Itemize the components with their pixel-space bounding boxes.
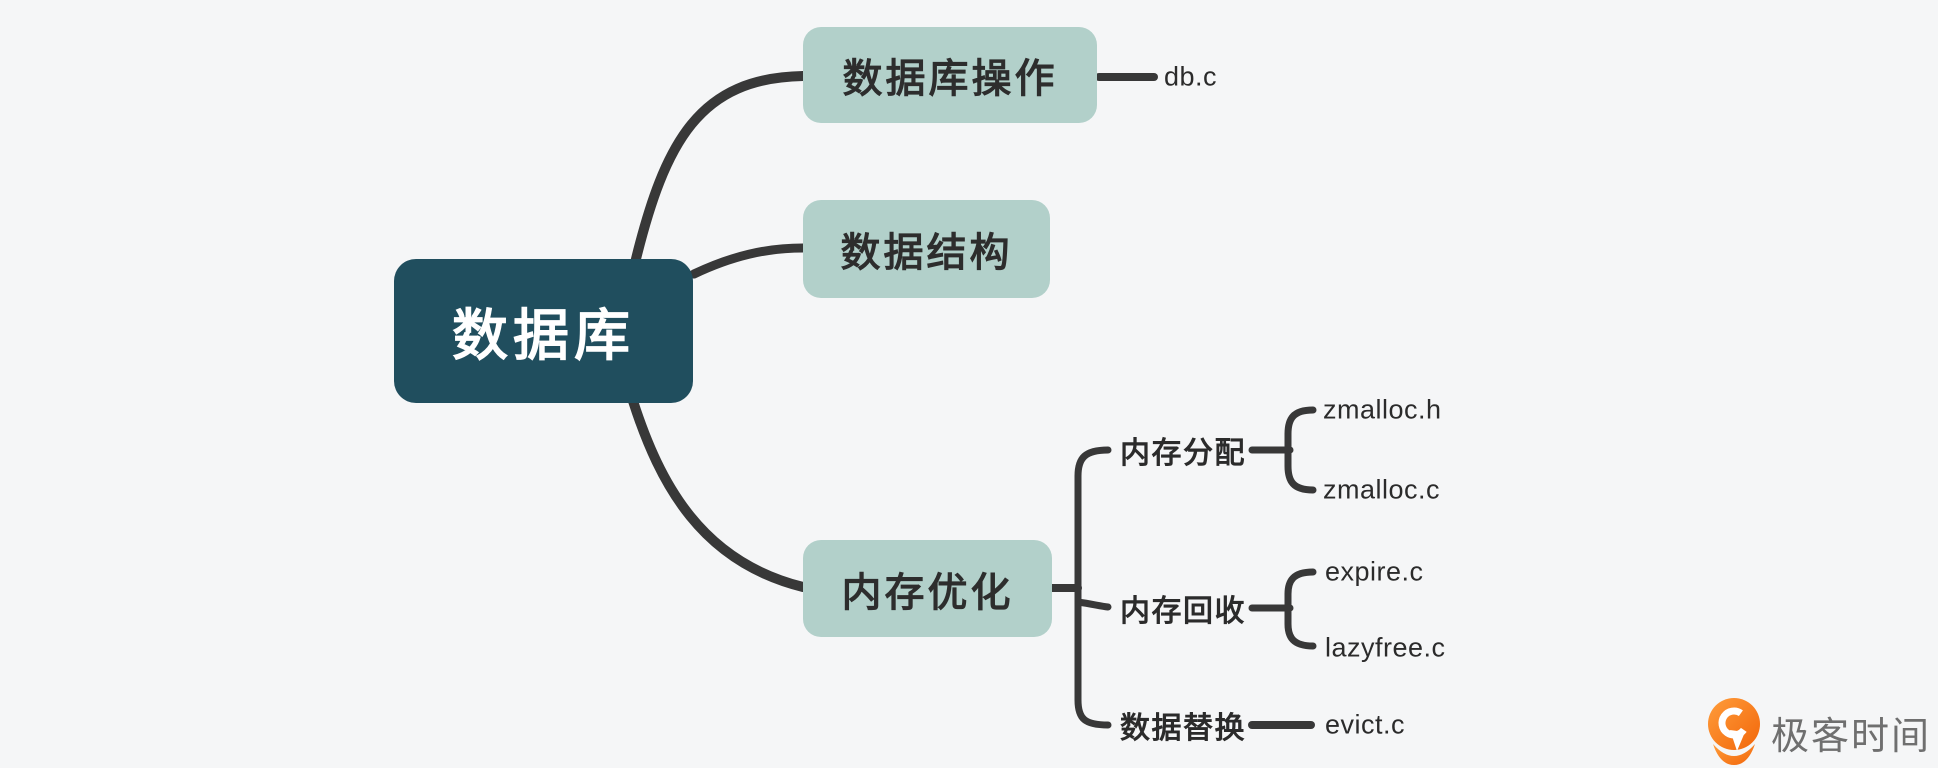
- node-memory-allocation[interactable]: 内存分配: [1120, 437, 1246, 470]
- node-root-database-label: 数据库: [452, 303, 635, 367]
- geektime-logo-icon: [1708, 698, 1760, 765]
- connector-root-to-data-structure: [689, 243, 808, 279]
- node-data-structures[interactable]: 数据结构: [803, 200, 1050, 298]
- connector-root-to-db-ops: [630, 71, 808, 268]
- watermark-brand-text: 极客时间: [1771, 715, 1932, 758]
- bracket-mem-reclaim-files: [1284, 568, 1317, 650]
- leaf-file-evict-c[interactable]: evict.c: [1325, 709, 1406, 740]
- connector-spine-to-mem-reclaim: [1074, 598, 1112, 611]
- node-data-replacement[interactable]: 数据替换: [1120, 712, 1246, 745]
- node-root-database[interactable]: 数据库: [394, 259, 693, 403]
- node-database-operations[interactable]: 数据库操作: [803, 27, 1097, 123]
- node-database-operations-label: 数据库操作: [842, 57, 1058, 101]
- connector-root-to-mem-opt: [628, 396, 808, 592]
- node-memory-optimization[interactable]: 内存优化: [803, 540, 1052, 637]
- leaf-file-expire-c[interactable]: expire.c: [1325, 556, 1424, 587]
- node-data-structures-label: 数据结构: [840, 231, 1013, 275]
- leaf-file-db-c[interactable]: db.c: [1164, 61, 1218, 92]
- connector-mem-opt-spine: [1074, 446, 1112, 729]
- node-memory-reclaim[interactable]: 内存回收: [1120, 595, 1246, 628]
- node-memory-optimization-label: 内存优化: [841, 570, 1014, 615]
- leaf-file-zmalloc-c[interactable]: zmalloc.c: [1323, 474, 1441, 505]
- watermark-geektime: 极客时间: [1706, 698, 1931, 766]
- leaf-file-zmalloc-h[interactable]: zmalloc.h: [1323, 394, 1442, 425]
- bracket-mem-alloc-files: [1284, 406, 1317, 494]
- leaf-file-lazyfree-c[interactable]: lazyfree.c: [1325, 632, 1446, 663]
